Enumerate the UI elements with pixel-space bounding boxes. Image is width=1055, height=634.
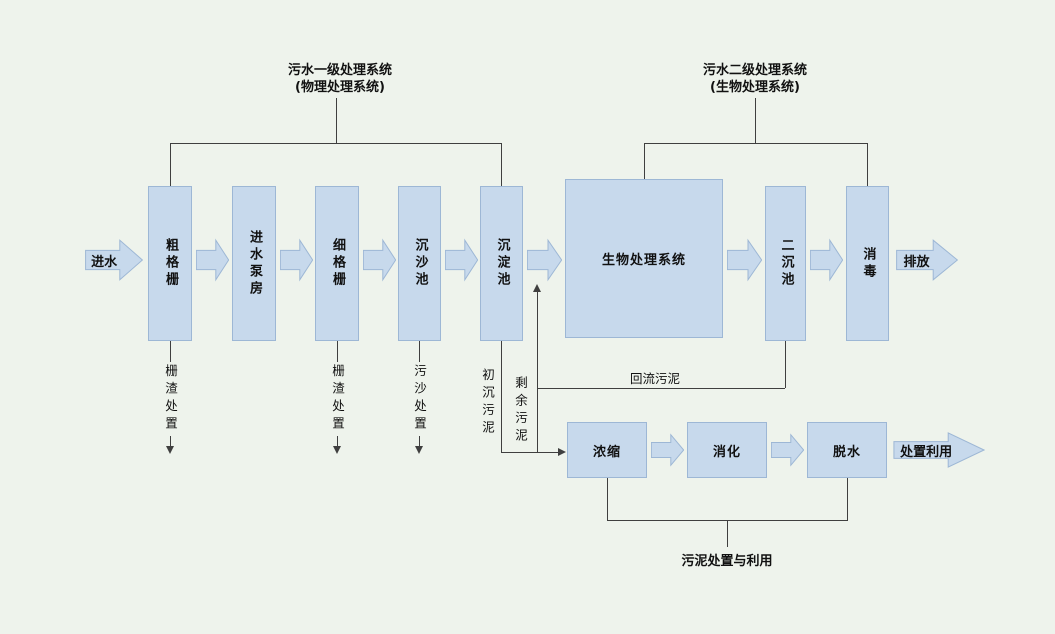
arrowhead-down-icon [166, 446, 174, 454]
inflow-label: 进水 [91, 254, 118, 270]
flow-arrow-icon [363, 238, 396, 282]
fine-screen-residue-label: 栅渣处置 [329, 362, 345, 436]
stage-coarse-screen-label: 粗格栅 [163, 238, 178, 289]
sludge-bracket-right-drop [847, 478, 848, 520]
stage-primary-sedimentation-tank: 沉淀池 [480, 186, 523, 341]
stage-fine-screen: 细格栅 [315, 186, 359, 341]
grit-disposal-label: 污沙处置 [411, 362, 427, 436]
secondary-bracket-left-drop [644, 143, 645, 179]
flow-arrow-icon [196, 238, 229, 282]
sludge-stage-dewatering: 脱水 [807, 422, 887, 478]
outflow-arrow: 排放 [896, 238, 958, 282]
sludge-stage-digestion: 消化 [687, 422, 767, 478]
primary-system-label: 污水一级处理系统 (物理处理系统) [230, 62, 450, 96]
arrowhead-right-icon [558, 448, 566, 456]
secondary-system-label-line1: 污水二级处理系统 [702, 63, 807, 78]
excess-sludge-vertical [537, 291, 538, 453]
stage-biological-treatment: 生物处理系统 [565, 179, 723, 338]
return-sludge-horizontal [537, 388, 785, 389]
coarse-screen-residue-label: 栅渣处置 [162, 362, 178, 436]
stage-disinfection: 消毒 [846, 186, 889, 341]
flow-arrow-icon [810, 238, 843, 282]
primary-sludge-connector-horizontal [501, 452, 558, 453]
block-arrow-icon [810, 238, 843, 282]
return-sludge-label: 回流污泥 [630, 371, 681, 386]
primary-system-label-line1: 污水一级处理系统 [287, 63, 392, 78]
block-arrow-icon [196, 238, 229, 282]
sludge-bracket-stem [727, 520, 728, 547]
outflow-label: 排放 [903, 254, 930, 270]
stage-disinfection-label: 消毒 [860, 246, 876, 281]
primary-sludge-label: 初沉污泥 [479, 366, 495, 440]
arrowhead-down-icon [415, 446, 423, 454]
stage-grit-chamber: 沉沙池 [398, 186, 441, 341]
secondary-bracket-stem [755, 98, 756, 143]
sludge-bracket-left-drop [607, 478, 608, 520]
stage-primary-sedimentation-tank-label: 沉淀池 [494, 238, 510, 289]
stage-grit-chamber-label: 沉沙池 [412, 238, 428, 289]
secondary-system-label-line2: (生物处理系统) [710, 80, 800, 95]
secondary-bracket-right-drop [867, 143, 868, 186]
flow-arrow-icon [527, 238, 562, 282]
stage-inlet-pump-house-label: 进水泵房 [247, 229, 262, 298]
sludge-outflow-arrow: 处置利用 [893, 431, 985, 469]
stage-inlet-pump-house: 进水泵房 [232, 186, 276, 341]
primary-bracket-stem [336, 98, 337, 143]
block-arrow-icon [445, 238, 478, 282]
block-arrow-icon [363, 238, 396, 282]
stage-secondary-sedimentation-tank-label: 二沉池 [778, 238, 794, 289]
stage-secondary-sedimentation-tank: 二沉池 [765, 186, 806, 341]
excess-sludge-label: 剩余污泥 [512, 374, 528, 448]
secondary-bracket-horizontal [644, 143, 868, 144]
flow-arrow-icon [771, 433, 804, 467]
flow-arrow-icon [445, 238, 478, 282]
primary-bracket-left-drop [170, 143, 171, 186]
sludge-caption: 污泥处置与利用 [681, 554, 773, 569]
block-arrow-icon [527, 238, 562, 282]
inflow-arrow: 进水 [85, 238, 143, 282]
block-arrow-icon [893, 431, 985, 469]
sludge-outflow-label: 处置利用 [900, 444, 953, 460]
flow-arrow-icon [727, 238, 762, 282]
block-arrow-icon [651, 433, 684, 467]
block-arrow-icon [280, 238, 313, 282]
return-sludge-drop [785, 341, 786, 388]
primary-bracket-right-drop [501, 143, 502, 186]
arrowhead-up-icon [533, 284, 541, 292]
secondary-system-label: 污水二级处理系统 (生物处理系统) [645, 62, 865, 96]
primary-bracket-horizontal [170, 143, 502, 144]
flow-arrow-icon [651, 433, 684, 467]
primary-sludge-connector-vertical [501, 341, 502, 453]
stage-fine-screen-label: 细格栅 [330, 238, 345, 289]
stage-biological-treatment-label: 生物处理系统 [601, 253, 686, 268]
arrowhead-down-icon [333, 446, 341, 454]
block-arrow-icon [771, 433, 804, 467]
stage-coarse-screen: 粗格栅 [148, 186, 192, 341]
sludge-stage-thickening: 浓缩 [567, 422, 647, 478]
sludge-stage-thickening-label: 浓缩 [592, 444, 621, 460]
primary-system-label-line2: (物理处理系统) [295, 80, 385, 95]
sludge-stage-dewatering-label: 脱水 [832, 444, 861, 460]
flow-arrow-icon [280, 238, 313, 282]
block-arrow-icon [727, 238, 762, 282]
block-arrow-icon [85, 238, 143, 282]
block-arrow-icon [896, 238, 958, 282]
sludge-stage-digestion-label: 消化 [712, 444, 741, 460]
